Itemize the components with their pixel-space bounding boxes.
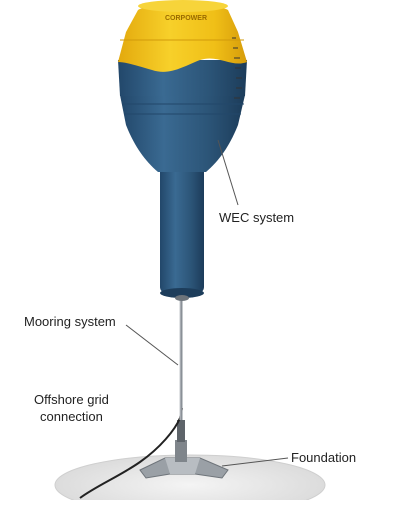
seabed xyxy=(54,454,326,505)
foundation-base xyxy=(139,420,229,479)
leader-foundation xyxy=(221,457,289,467)
logo: CORPOWER xyxy=(165,15,207,22)
leader-mooring xyxy=(125,324,179,366)
label-offshore-line2: connection xyxy=(40,409,103,424)
power-cable xyxy=(79,417,181,499)
label-offshore-grid-connection: Offshore grid connection xyxy=(34,391,109,425)
label-foundation: Foundation xyxy=(291,450,357,465)
leader-wec xyxy=(217,139,239,206)
label-wec-system: WEC system xyxy=(219,210,295,225)
label-mooring-system: Mooring system xyxy=(24,314,116,329)
buoy-illustration: CORPOWER xyxy=(118,0,247,301)
label-offshore-line1: Offshore grid xyxy=(34,392,109,407)
